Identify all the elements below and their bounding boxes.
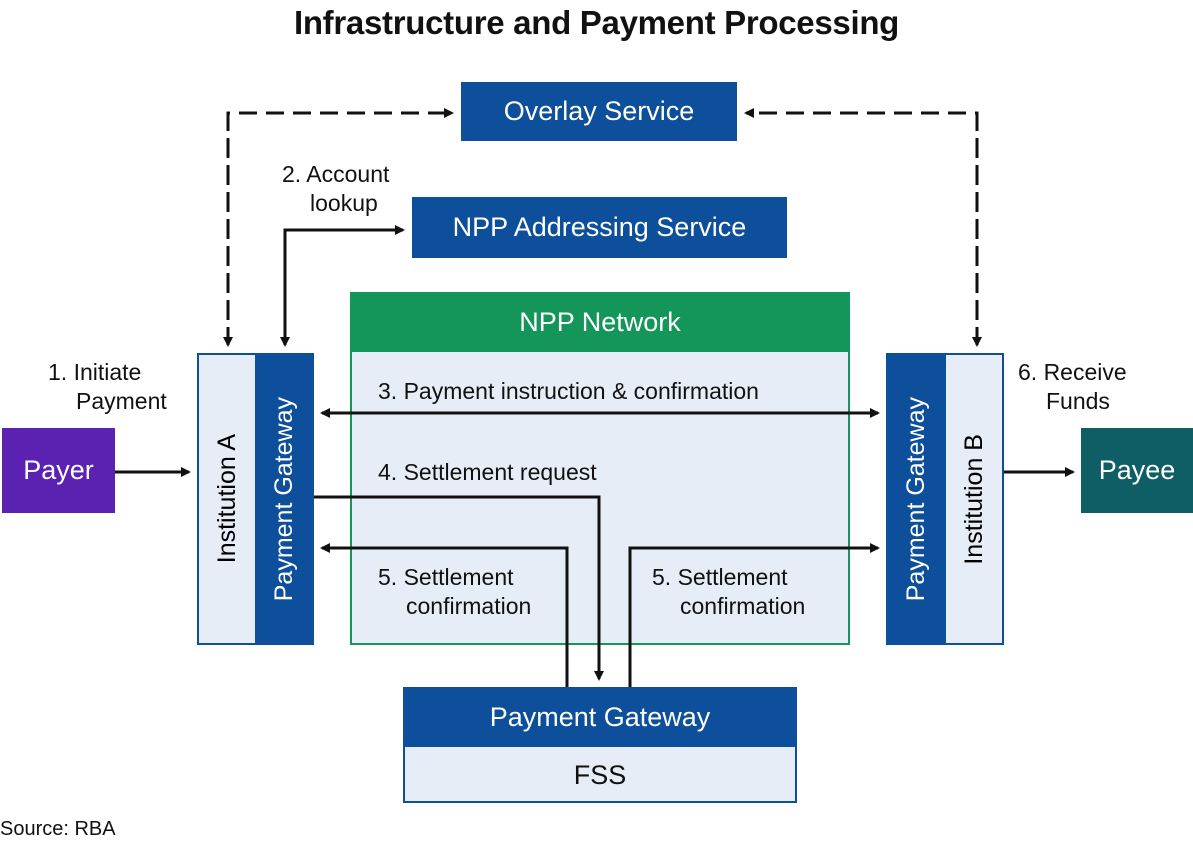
settlement-request-arrow	[314, 495, 604, 681]
npp-network-label: NPP Network	[519, 306, 681, 337]
step-2-line-1: 2. Account	[282, 161, 390, 187]
step-6-line-2: Funds	[1046, 388, 1110, 414]
account-lookup-arrow	[283, 225, 405, 345]
payee-box: Payee	[1081, 428, 1193, 513]
overlay-service-label: Overlay Service	[503, 96, 695, 126]
step-1-line-1: 1. Initiate	[48, 359, 142, 385]
step-5a-line-2: confirmation	[406, 593, 532, 619]
step-3-label: 3. Payment instruction & confirmation	[378, 378, 759, 404]
step-1-label: 1. Initiate Payment	[48, 358, 167, 416]
payee-label: Payee	[1098, 455, 1176, 485]
fss-box: FSS	[403, 747, 797, 803]
step-2-label: 2. Account lookup	[282, 160, 389, 218]
settlement-confirmation-b-arrow	[628, 543, 880, 687]
step-6-label: 6. Receive Funds	[1018, 358, 1127, 416]
step-1-line-2: Payment	[76, 388, 167, 414]
payment-gateway-b: Payment Gateway	[886, 353, 946, 645]
source-note: Source: RBA	[0, 818, 116, 840]
payer-box: Payer	[2, 428, 115, 513]
step-5b-label: 5. Settlement confirmation	[652, 563, 805, 621]
npp-network-header: NPP Network	[350, 292, 850, 352]
npp-addressing-service-label: NPP Addressing Service	[452, 212, 747, 242]
settlement-confirmation-a-arrow	[320, 543, 569, 687]
overlay-service-box: Overlay Service	[461, 82, 737, 141]
fss-label: FSS	[573, 759, 627, 790]
npp-addressing-service-box: NPP Addressing Service	[412, 197, 787, 258]
payment-gateway-fss-label: Payment Gateway	[489, 701, 711, 732]
step-4-label: 4. Settlement request	[378, 459, 597, 485]
diagram-title: Infrastructure and Payment Processing	[293, 4, 900, 41]
step-5a-line-1: 5. Settlement	[378, 564, 514, 590]
step-5b-line-2: confirmation	[680, 593, 806, 619]
overlay-link-b	[744, 108, 979, 345]
step-5a-label: 5. Settlement confirmation	[378, 563, 531, 621]
payer-label: Payer	[23, 455, 94, 485]
step-2-line-2: lookup	[310, 190, 378, 216]
step-6-line-1: 6. Receive	[1018, 359, 1127, 385]
payment-gateway-fss: Payment Gateway	[403, 687, 797, 747]
step-5b-line-1: 5. Settlement	[652, 564, 788, 590]
payment-gateway-a: Payment Gateway	[255, 353, 314, 645]
